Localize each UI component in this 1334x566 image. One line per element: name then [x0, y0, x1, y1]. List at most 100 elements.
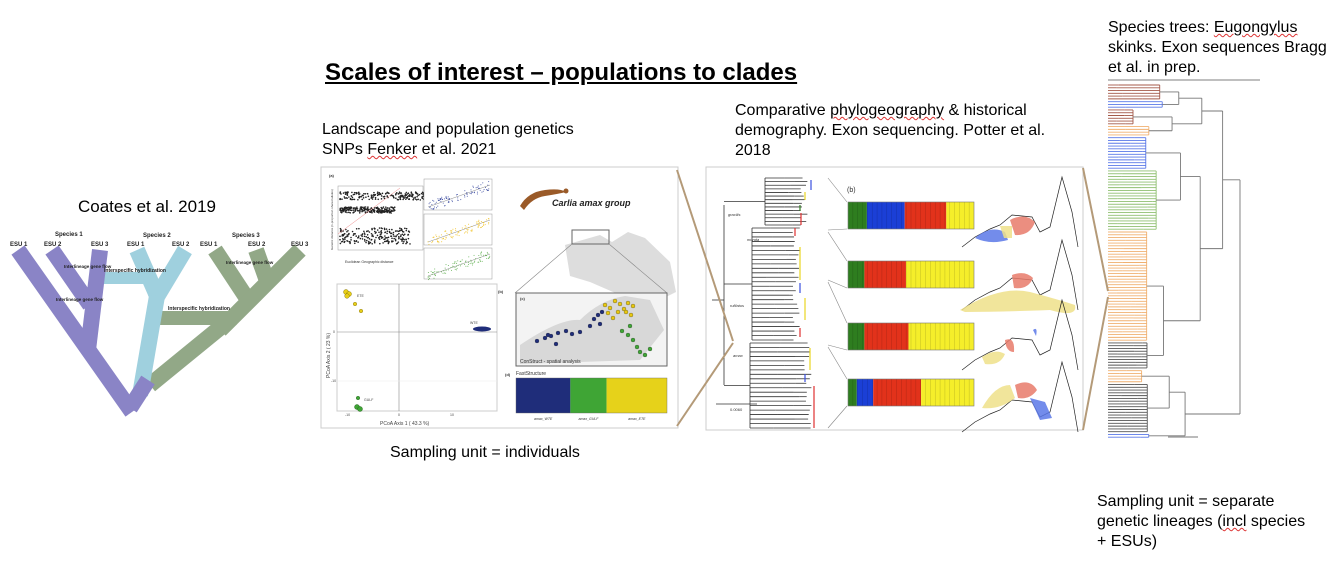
- ibd-point: [370, 210, 373, 212]
- ibd-point: [367, 195, 370, 198]
- ibd-point: [371, 242, 373, 245]
- mini-point: [465, 231, 467, 233]
- mini-point: [471, 226, 473, 228]
- mini-point: [444, 238, 446, 240]
- construct-point: [637, 349, 643, 355]
- ibd-point: [339, 235, 341, 238]
- construct-point: [627, 323, 633, 329]
- construct-point: [553, 341, 559, 347]
- phylogeography-heading: Comparative phylogeography & historical …: [735, 101, 1070, 161]
- faststructure-group-label: amax_GULF: [579, 417, 600, 421]
- mini-point: [479, 260, 481, 262]
- ibd-point: [402, 198, 404, 201]
- ibd-point: [376, 192, 379, 195]
- mini-point: [470, 193, 472, 195]
- mini-point: [461, 227, 463, 229]
- mini-point: [431, 272, 433, 274]
- ibd-point: [365, 239, 368, 242]
- ibd-point: [401, 240, 403, 242]
- ibd-point: [393, 235, 395, 238]
- ibd-point: [363, 207, 366, 210]
- mini-point: [430, 270, 432, 272]
- ibd-regression-line: [337, 187, 401, 235]
- mini-point: [452, 237, 454, 239]
- mini-point: [486, 257, 488, 259]
- ibd-point: [384, 235, 386, 237]
- mini-point: [445, 195, 447, 197]
- connector-lines: [676, 167, 1109, 431]
- ibd-point: [390, 235, 393, 237]
- mini-point: [483, 224, 485, 226]
- ibd-point: [384, 237, 387, 239]
- mini-point: [487, 253, 489, 255]
- species-trees-heading-b: Eugongylus: [1213, 19, 1298, 36]
- ibd-point: [343, 206, 346, 209]
- mini-point: [468, 223, 470, 225]
- clade-label-rufilatus: rufilatus: [730, 303, 744, 308]
- ibd-point: [364, 233, 366, 235]
- ibd-point: [357, 236, 360, 239]
- mini-point: [442, 202, 444, 204]
- esu-label: ESU 1: [200, 242, 218, 248]
- mini-point: [448, 234, 450, 236]
- species2-label: Species 2: [143, 233, 171, 239]
- ibd-point: [366, 193, 369, 195]
- mini-point: [427, 241, 429, 243]
- lineage-range: [982, 351, 1005, 365]
- ibd-point: [345, 228, 347, 231]
- ibd-point: [352, 193, 355, 196]
- mini-point: [440, 199, 442, 201]
- ibd-point: [373, 230, 376, 233]
- ibd-point: [402, 234, 405, 237]
- ibd-point: [376, 229, 379, 231]
- structure-segment: [856, 379, 874, 406]
- inset-guide-line: [514, 243, 573, 294]
- sampling-lineages-c: species + ESUs): [1097, 513, 1306, 550]
- ibd-point: [371, 234, 374, 236]
- construct-point: [563, 328, 569, 334]
- mini-point: [439, 198, 441, 200]
- ibd-point: [394, 239, 397, 242]
- mini-point: [488, 256, 490, 258]
- ibd-point: [412, 193, 414, 196]
- mini-point: [441, 198, 443, 200]
- ibd-point: [389, 211, 392, 214]
- ibd-point: [369, 241, 372, 244]
- sampling-lineages-a: Sampling unit = separate genetic lineage…: [1097, 493, 1275, 530]
- ibd-frame: [337, 185, 424, 251]
- ibd-point: [372, 193, 375, 196]
- ibd-point: [386, 192, 388, 194]
- mini-point: [428, 243, 430, 245]
- pcoa-ete-cluster: [343, 289, 364, 314]
- mini-point: [429, 201, 431, 203]
- mini-point: [450, 232, 452, 234]
- ibd-point: [363, 192, 365, 195]
- ibd-point: [357, 235, 360, 237]
- mini-point: [441, 196, 443, 198]
- ibd-point: [347, 191, 349, 193]
- structure-segment: [848, 323, 865, 350]
- mini-point: [455, 261, 457, 263]
- ibd-point: [359, 208, 361, 210]
- ibd-point: [352, 198, 354, 201]
- mini-point: [472, 191, 474, 193]
- mini-point: [467, 265, 469, 267]
- ibd-point: [340, 211, 343, 214]
- ibd-point: [398, 196, 400, 198]
- species3-label: Species 3: [232, 233, 260, 239]
- pcoa-xtick: 0: [398, 413, 400, 417]
- ibd-point: [367, 236, 370, 239]
- mini-point: [428, 277, 430, 279]
- mini-point: [485, 186, 487, 188]
- ibd-point: [386, 211, 388, 214]
- ibd-point: [399, 235, 402, 238]
- mini-point: [477, 185, 479, 187]
- mini-point: [465, 261, 467, 263]
- mini-point: [481, 191, 483, 193]
- mini-point: [466, 193, 468, 195]
- ibd-point: [381, 236, 384, 239]
- ibd-point: [350, 209, 353, 212]
- ibd-point: [400, 229, 403, 232]
- mini-point: [434, 275, 436, 277]
- mini-point: [465, 265, 467, 267]
